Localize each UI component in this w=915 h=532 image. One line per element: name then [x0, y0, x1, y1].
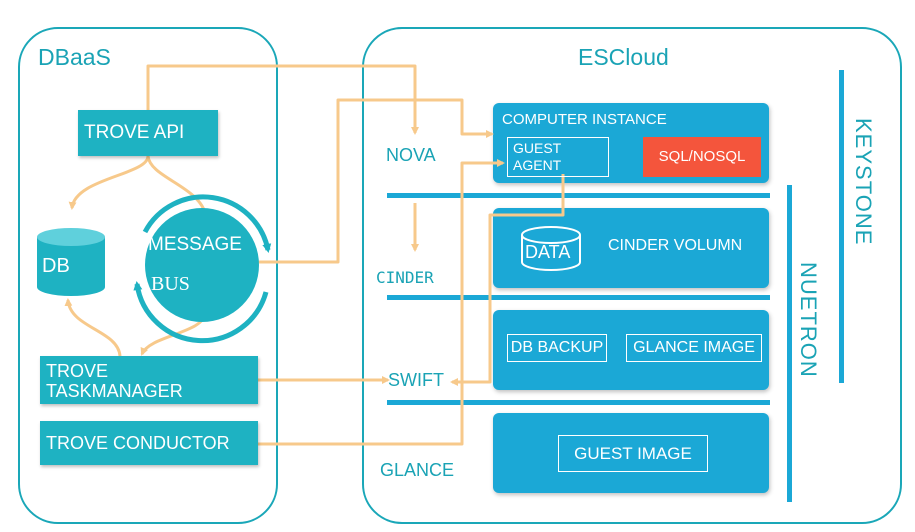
- sql-nosql-box: SQL/NOSQL: [643, 137, 761, 177]
- guest-image-label: GUEST IMAGE: [574, 444, 692, 463]
- computer-instance-label: COMPUTER INSTANCE: [502, 111, 667, 128]
- agent-to-swift-arrow: [450, 174, 565, 386]
- bus-ring-arc: [133, 281, 269, 344]
- nova-label: NOVA: [386, 145, 436, 165]
- cinder-block: [493, 208, 769, 288]
- bus-label: BUS: [151, 273, 190, 295]
- db-backup-box: DB BACKUP: [507, 334, 607, 362]
- data-cylinder: [521, 226, 581, 271]
- trove-taskmanager-label-line2: TASKMANAGER: [46, 381, 183, 401]
- guest-image-box: GUEST IMAGE: [558, 435, 708, 472]
- glance-block: [493, 413, 769, 493]
- trove-taskmanager-label-line1: TROVE: [46, 361, 109, 381]
- separator-line: [387, 193, 770, 198]
- guest-agent-box: GUEST AGENT: [507, 137, 609, 177]
- guest-agent-label-line1: GUEST: [513, 140, 562, 156]
- glance-image-label: GLANCE IMAGE: [633, 339, 755, 356]
- keystone-label: KEYSTONE: [851, 118, 876, 246]
- keystone-bar: [839, 70, 844, 383]
- glance-label: GLANCE: [380, 460, 455, 480]
- message-label: MESSAGE: [148, 234, 242, 255]
- dbaas-title: DBaaS: [38, 44, 111, 70]
- api-to-message-arrow: [146, 155, 209, 218]
- swift-block: [493, 310, 769, 390]
- separator-line: [387, 400, 770, 405]
- api-to-db-arrow: [68, 155, 150, 210]
- glance-image-box: GLANCE IMAGE: [626, 334, 762, 362]
- db-label: DB: [42, 255, 70, 277]
- trove-api-box: TROVE API: [78, 110, 218, 156]
- nuetron-bar: [787, 185, 792, 502]
- taskmanager-to-db-arrow: [64, 298, 122, 357]
- sql-nosql-label: SQL/NOSQL: [658, 148, 746, 165]
- cinder-volumn-label: CINDER VOLUMN: [608, 237, 743, 254]
- bus-to-compute-arrow: [258, 98, 494, 264]
- db-cylinder: [37, 228, 105, 296]
- trove-taskmanager-box: TROVE TASKMANAGER: [40, 356, 258, 404]
- db-backup-label: DB BACKUP: [510, 339, 604, 356]
- cinder-label: CINDER: [376, 268, 434, 287]
- bus-ring-arc: [142, 194, 272, 253]
- trove-conductor-label: TROVE CONDUCTOR: [46, 433, 230, 453]
- nuetron-label: NUETRON: [796, 262, 821, 378]
- guest-agent-label-line2: AGENT: [513, 157, 562, 173]
- swift-label: SWIFT: [388, 370, 444, 390]
- data-label: DATA: [525, 242, 571, 262]
- message-bus-circle: [145, 208, 259, 322]
- separator-line: [387, 295, 770, 300]
- conductor-to-agent-arrow: [258, 159, 505, 446]
- trove-api-label: TROVE API: [84, 122, 185, 143]
- escloud-title: ESCloud: [578, 44, 669, 70]
- trove-conductor-box: TROVE CONDUCTOR: [40, 421, 258, 465]
